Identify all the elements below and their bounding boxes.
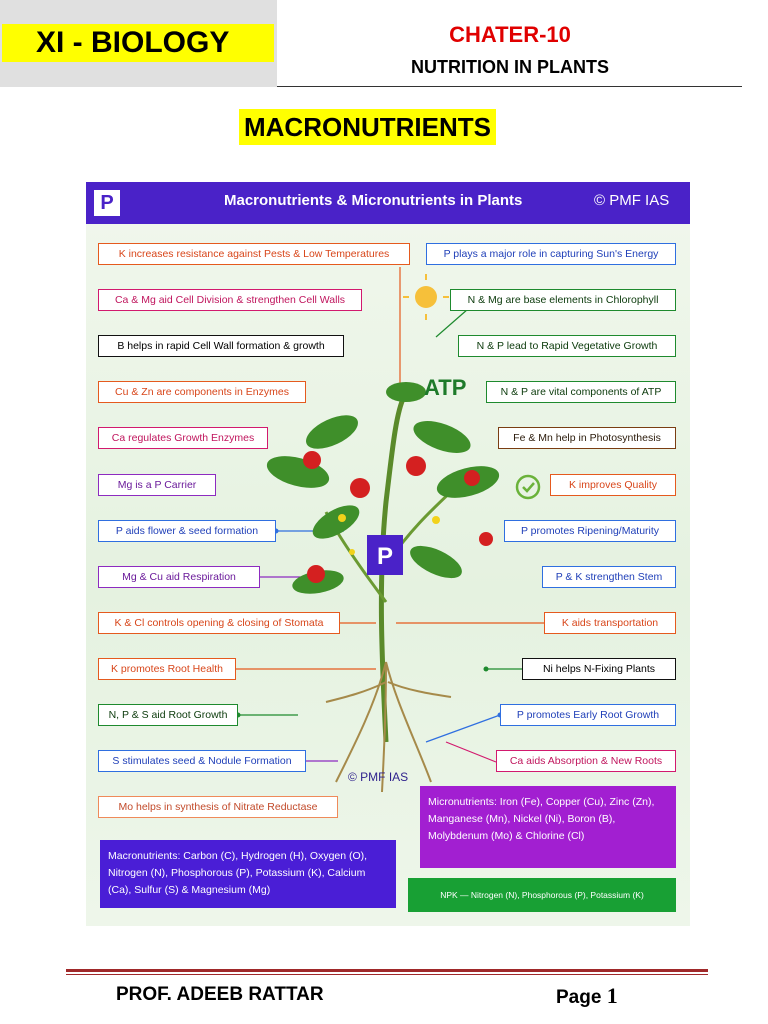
fact-box: Ni helps N-Fixing Plants — [522, 658, 676, 680]
infographic-title: Macronutrients & Micronutrients in Plant… — [224, 192, 523, 209]
fact-box: B helps in rapid Cell Wall formation & g… — [98, 335, 344, 357]
fact-box: S stimulates seed & Nodule Formation — [98, 750, 306, 772]
infographic-copyright: © PMF IAS — [594, 192, 670, 209]
fact-box: P promotes Early Root Growth — [500, 704, 676, 726]
footer-divider-thin — [66, 974, 708, 975]
fact-box: P promotes Ripening/Maturity — [504, 520, 676, 542]
fact-box: K promotes Root Health — [98, 658, 236, 680]
svg-text:P: P — [377, 543, 393, 570]
section-heading: MACRONUTRIENTS — [239, 109, 496, 145]
fact-box: Cu & Zn are components in Enzymes — [98, 381, 306, 403]
course-title: XI - BIOLOGY — [2, 24, 274, 62]
fact-box: N & P are vital components of ATP — [486, 381, 676, 403]
header-divider — [277, 86, 742, 87]
plant-illustration: P — [235, 267, 544, 793]
npk-box: NPK — Nitrogen (N), Phosphorous (P), Pot… — [408, 878, 676, 912]
fact-box: Mo helps in synthesis of Nitrate Reducta… — [98, 796, 338, 818]
chapter-subtitle: NUTRITION IN PLANTS — [411, 57, 609, 77]
macronutrients-box: Macronutrients: Carbon (C), Hydrogen (H)… — [100, 840, 396, 908]
fact-box: K increases resistance against Pests & L… — [98, 243, 410, 265]
infographic-watermark: © PMF IAS — [348, 770, 409, 784]
fact-box: P plays a major role in capturing Sun's … — [426, 243, 676, 265]
fact-box: N & P lead to Rapid Vegetative Growth — [458, 335, 676, 357]
footer-divider — [66, 969, 708, 972]
fact-box: Mg is a P Carrier — [98, 474, 216, 496]
fact-box: P & K strengthen Stem — [542, 566, 676, 588]
fact-box: K improves Quality — [550, 474, 676, 496]
fact-box: Fe & Mn help in Photosynthesis — [498, 427, 676, 449]
fact-box: N & Mg are base elements in Chlorophyll — [450, 289, 676, 311]
fact-box: Ca & Mg aid Cell Division & strengthen C… — [98, 289, 362, 311]
fact-box: K & Cl controls opening & closing of Sto… — [98, 612, 340, 634]
nutrients-infographic: P Macronutrients & Micronutrients in Pla… — [86, 182, 690, 926]
fact-box: N, P & S aid Root Growth — [98, 704, 238, 726]
fact-box: Ca regulates Growth Enzymes — [98, 427, 268, 449]
fact-box: Ca aids Absorption & New Roots — [496, 750, 676, 772]
chapter-heading: CHATER-10 — [449, 22, 571, 47]
infographic-banner: P Macronutrients & Micronutrients in Pla… — [86, 182, 690, 224]
author-name: PROF. ADEEB RATTAR — [116, 984, 324, 1005]
micronutrients-box: Micronutrients: Iron (Fe), Copper (Cu), … — [420, 786, 676, 868]
page-label: Page — [556, 987, 602, 1008]
fact-box: K aids transportation — [544, 612, 676, 634]
page-indicator: Page 1 — [556, 983, 618, 1009]
atp-label: ATP — [424, 375, 467, 400]
pmf-logo: P — [94, 190, 120, 216]
page-number: 1 — [606, 983, 618, 1008]
fact-box: P aids flower & seed formation — [98, 520, 276, 542]
fact-box: Mg & Cu aid Respiration — [98, 566, 260, 588]
